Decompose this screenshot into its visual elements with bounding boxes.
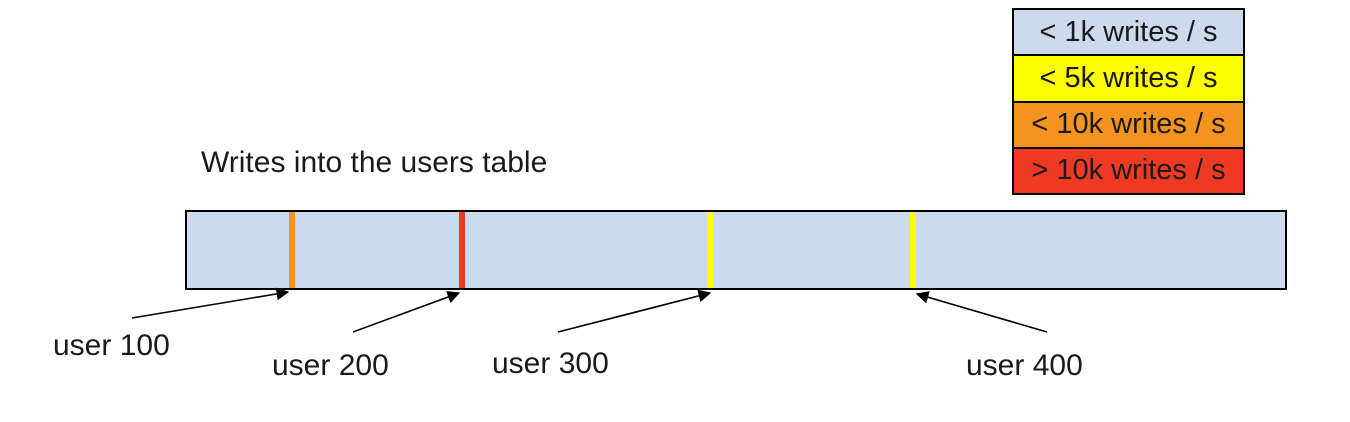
annotation-label-user-100: user 100 xyxy=(53,329,170,362)
legend-item-lt-5k: < 5k writes / s xyxy=(1014,56,1243,103)
annotation-label-user-400: user 400 xyxy=(966,349,1083,382)
legend-item-gt-10k: > 10k writes / s xyxy=(1014,148,1243,193)
legend-item-lt-1k: < 1k writes / s xyxy=(1014,10,1243,57)
arrow-user-200 xyxy=(352,290,461,333)
arrow-user-300 xyxy=(557,289,712,333)
legend-item-label: < 5k writes / s xyxy=(1039,61,1218,94)
legend-item-label: < 10k writes / s xyxy=(1031,108,1226,141)
arrow-user-400 xyxy=(915,291,1048,333)
annotation-label-user-300: user 300 xyxy=(492,347,609,380)
annotation-label-user-200: user 200 xyxy=(272,349,389,382)
page-title: Writes into the users table xyxy=(201,146,548,179)
write-rate-marker-user-300 xyxy=(707,212,713,288)
write-rate-marker-user-200 xyxy=(459,212,465,288)
legend-item-label: < 1k writes / s xyxy=(1039,15,1218,48)
legend: < 1k writes / s < 5k writes / s < 10k wr… xyxy=(1012,8,1245,195)
legend-item-lt-10k: < 10k writes / s xyxy=(1014,102,1243,149)
legend-item-label: > 10k writes / s xyxy=(1031,154,1226,187)
users-table-bar xyxy=(185,210,1287,290)
arrow-user-100 xyxy=(131,287,290,319)
write-rate-marker-user-100 xyxy=(289,212,295,288)
write-rate-marker-user-400 xyxy=(910,212,916,288)
